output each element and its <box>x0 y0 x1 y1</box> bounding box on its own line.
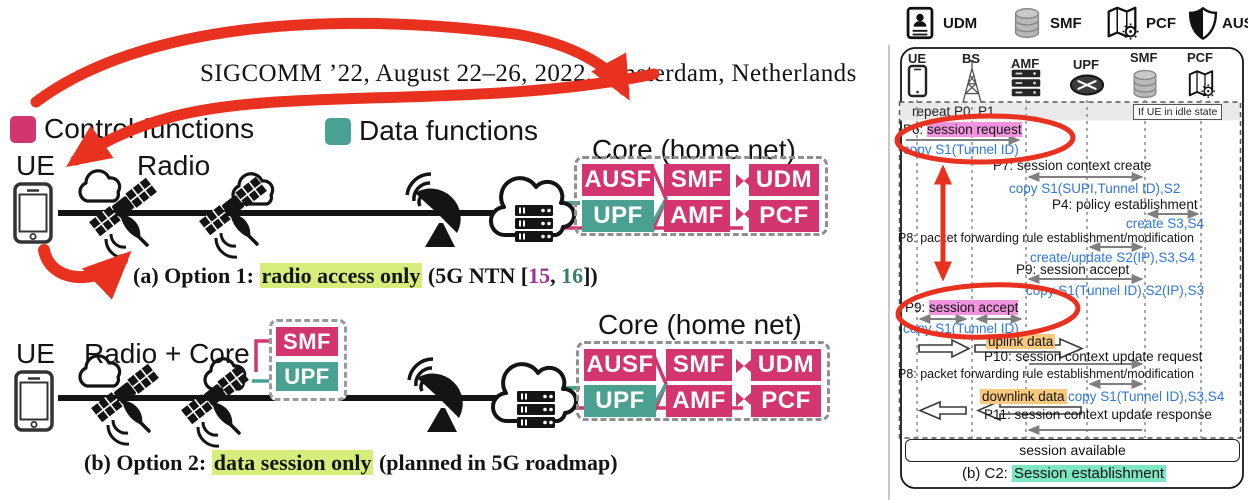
radio-label: Radio <box>137 150 211 181</box>
session-available-box: session available <box>905 439 1240 462</box>
radio-core-label: Radio + Core <box>84 338 250 369</box>
core-box-b: AUSF SMF UDM UPF AMF PCF <box>576 341 830 421</box>
legend-pcf-label: PCF <box>1146 15 1176 32</box>
udm-card-icon <box>906 6 934 40</box>
caption-a: (a) Option 1: radio access only (5G NTN … <box>133 263 598 289</box>
conference-line: SIGCOMM ’22, August 22–26, 2022, Amsterd… <box>200 60 857 87</box>
citation-ref-16[interactable]: 16 <box>561 263 584 288</box>
ue-phone-icon <box>13 182 53 244</box>
edge-core-minibox: SMF UPF <box>269 319 347 401</box>
msg-p8b-copy: copy S1(Tunnel ID),S3,S4 <box>1068 389 1225 404</box>
core-cell-upf: UPF <box>584 385 656 417</box>
data-functions-label: Data functions <box>359 115 538 146</box>
msg-uplink-label: uplink data <box>986 334 1056 349</box>
core-cell-pcf: PCF <box>751 385 821 417</box>
smf-database-icon <box>1133 69 1157 99</box>
core-cell-smf: SMF <box>666 349 732 381</box>
core-cell-ausf: AUSF <box>582 164 654 196</box>
legend-ausf-label: AUSF <box>1222 15 1248 32</box>
core-cell-amf: AMF <box>664 200 730 232</box>
msg-p4-label: P4: policy establishment <box>1052 197 1198 212</box>
cloud-icon <box>78 169 122 203</box>
msg-p6-label: P6: session request <box>903 122 1022 137</box>
ue-label-a: UE <box>16 150 55 181</box>
caption-b-suffix: (planned in 5G roadmap) <box>373 450 618 475</box>
smf-database-icon <box>1014 8 1040 38</box>
msg-p6-prefix: P6: <box>903 122 928 137</box>
data-functions-swatch <box>325 118 351 145</box>
repeat-fragment-border <box>898 101 1242 439</box>
pcf-map-gear-icon <box>1107 6 1140 41</box>
msg-p9b-highlight: session accept <box>929 300 1019 315</box>
legend-smf-label: SMF <box>1050 15 1082 32</box>
caption-b-highlight: data session only <box>211 450 374 475</box>
core-cell-udm: UDM <box>751 349 821 381</box>
amf-server-icon <box>1010 68 1042 98</box>
pcf-map-gear-icon <box>1188 70 1216 99</box>
cloud-server-icon <box>488 176 577 244</box>
entity-bs: BS <box>962 51 981 66</box>
guard-condition: If UE in idle state <box>1133 103 1223 120</box>
msg-p7-copy: copy S1(SUPI,Tunnel ID),S2 <box>1009 181 1181 196</box>
core-box-a: AUSF SMF UDM UPF AMF PCF <box>574 156 828 236</box>
caption-b-prefix: (b) Option 2: <box>84 450 212 475</box>
core-cell-amf: AMF <box>666 385 732 417</box>
legend-udm-label: UDM <box>943 15 978 32</box>
control-functions-swatch <box>10 116 36 143</box>
msg-p9b-label: P9: session accept <box>905 300 1019 315</box>
msg-p4-copy: create S3,S4 <box>1126 216 1205 231</box>
caption-a-sep: , <box>550 263 562 288</box>
ue-phone-icon <box>14 370 54 432</box>
msg-p8b-label: P8: packet forwarding rule establishment… <box>898 367 1194 381</box>
citation-ref-15[interactable]: 15 <box>528 263 551 288</box>
ue-phone-icon <box>907 64 928 98</box>
msg-p9a-copy: copy S1(Tunnel ID),S2(IP),S3 <box>1026 283 1205 298</box>
msg-p9a-label: P9: session accept <box>1016 262 1130 277</box>
mini-upf-cell: UPF <box>276 362 338 391</box>
sequence-caption-highlight: Session establishment <box>1012 465 1167 482</box>
core-cell-pcf: PCF <box>749 200 819 232</box>
msg-downlink-label: downlink data <box>980 389 1067 404</box>
msg-p11-label: P11: session context update response <box>984 407 1212 422</box>
msg-p6-copy: copy S1(Tunnel ID) <box>903 142 1019 157</box>
repeat-fragment-label: repeat P0, P1 <box>912 104 995 119</box>
control-functions-label: Control functions <box>44 113 255 144</box>
core-cell-ausf: AUSF <box>584 349 656 381</box>
msg-p8a-copy: create/update S2(IP),S3,S4 <box>1030 250 1196 265</box>
core-title-b: Core (home net) <box>598 309 802 340</box>
sequence-caption: (b) C2: Session establishment <box>962 465 1167 482</box>
mini-smf-cell: SMF <box>276 327 338 356</box>
entity-upf: UPF <box>1073 57 1099 72</box>
entity-amf: AMF <box>1011 56 1040 71</box>
caption-b: (b) Option 2: data session only (planned… <box>84 450 618 476</box>
msg-p8a-label: P8: packet forwarding rule establishment… <box>898 231 1194 245</box>
sequence-caption-prefix: (b) C2: <box>962 465 1013 482</box>
caption-a-highlight: radio access only <box>259 263 423 288</box>
caption-a-suffix: ]) <box>583 263 598 288</box>
msg-p6-highlight: session request <box>927 122 1022 137</box>
caption-a-prefix: (a) Option 1: <box>133 263 260 288</box>
entity-pcf: PCF <box>1187 50 1213 65</box>
caption-a-mid: (5G NTN [ <box>422 263 529 288</box>
entity-ue: UE <box>908 51 927 66</box>
msg-p9b-prefix: P9: <box>905 300 930 315</box>
upf-router-icon <box>1069 74 1105 96</box>
cloud-server-icon <box>490 362 579 430</box>
ausf-shield-icon <box>1188 7 1218 40</box>
entity-smf: SMF <box>1130 50 1158 65</box>
msg-p7-label: P7: session context create <box>993 158 1152 173</box>
core-a-connectors <box>648 165 752 233</box>
core-cell-smf: SMF <box>664 164 730 196</box>
data-flow-arrows <box>917 337 1085 422</box>
core-cell-upf: UPF <box>582 200 654 232</box>
ue-label-b: UE <box>16 338 55 369</box>
msg-p10-label: P10: session context update request <box>984 349 1203 364</box>
core-cell-udm: UDM <box>749 164 819 196</box>
